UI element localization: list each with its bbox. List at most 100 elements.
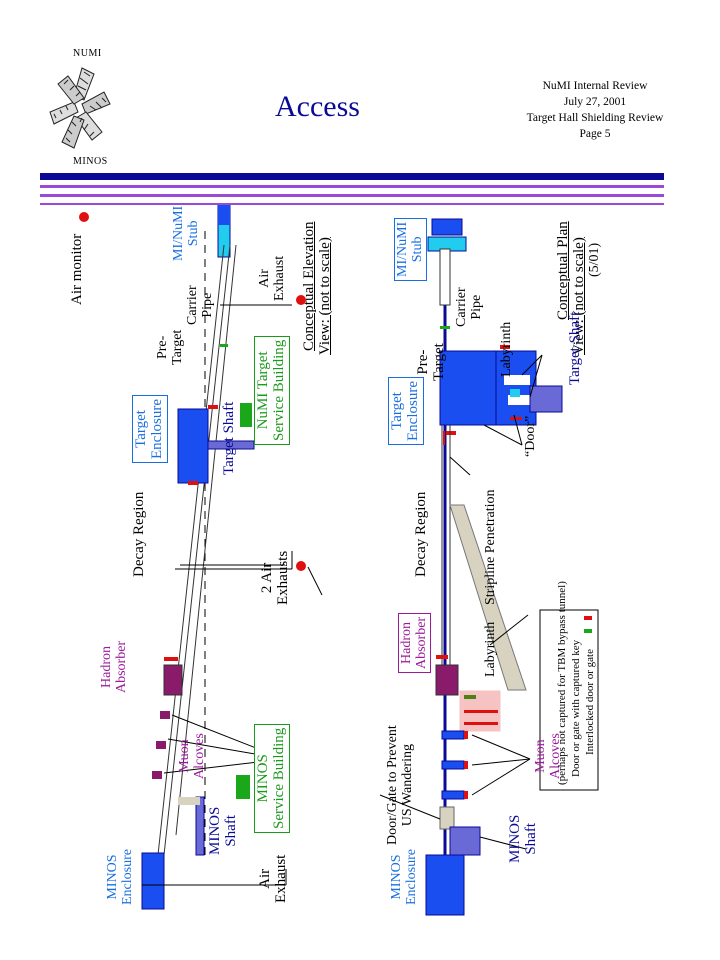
elev-carrier-pipe-label: Carrier Pipe: [185, 285, 215, 325]
elev-air-exhaust-1-line1: Air: [257, 269, 272, 288]
plan-hadron-line1: Hadron: [399, 621, 414, 664]
elev-muon-line2: Alcoves: [191, 733, 207, 779]
plan-target-enclosure: [439, 350, 497, 426]
legend-box: [539, 609, 599, 791]
plan-muon-alcove-3: [441, 790, 465, 800]
plan-captured-key-door-1: [440, 326, 450, 329]
plan-minos-enclosure-line1: MINOS: [389, 854, 404, 900]
plan-minos-shaft-label: MINOS Shaft: [507, 814, 540, 863]
elev-air-exhaust-1-line2: Exhaust: [271, 255, 287, 301]
plan-door-gate-line2: US Wandering: [399, 744, 415, 827]
plan-minos-enclosure-label: MINOS Enclosure: [389, 849, 419, 905]
elev-air-exhaust-3-line2: Exhaust: [272, 854, 289, 903]
air-monitor-dot-1: [296, 295, 306, 305]
elev-target-enclosure: [177, 408, 209, 484]
plan-view: [379, 218, 599, 916]
header-rule-purple-3: [40, 203, 664, 205]
elev-numi-building-label: NuMI Target Service Building: [254, 335, 290, 445]
plan-hadron-line2: Absorber: [413, 616, 429, 669]
elev-numi-building-line2: Service Building: [270, 339, 287, 441]
access-diagram: Conceptual Plan View: (not to scale) (5/…: [60, 205, 660, 945]
plan-door-gate-line1: Door/Gate to Prevent: [385, 725, 400, 845]
plan-hadron-absorber-label: Hadron Absorber: [398, 612, 432, 673]
elev-minos-building-line1: MINOS: [255, 754, 271, 803]
legend-captured-key-note: (perhaps not captured for TBM bypass tun…: [556, 581, 568, 785]
elev-carrier-line1: Carrier: [185, 285, 200, 325]
plan-labyrinth-2-label: Labyrinth: [483, 621, 498, 677]
plan-minos-shaft: [449, 826, 481, 856]
review-date: July 27, 2001: [563, 96, 627, 108]
elev-minos-building-label: MINOS Service Building: [254, 723, 290, 833]
plan-carrier-pipe: [439, 248, 451, 306]
plan-door-gate: [439, 806, 455, 830]
elev-muon-alcove-3: [152, 771, 162, 779]
elev-air-exhaust-3-line1: Air: [257, 868, 273, 889]
elev-minos-shaft-line1: MINOS: [207, 806, 223, 855]
elev-stub-label: MI/NuMI Stub: [171, 205, 201, 261]
elev-minos-enclosure-line2: Enclosure: [119, 849, 135, 905]
plan-carrier-line1: Carrier: [454, 287, 469, 327]
review-name: NuMI Internal Review: [542, 80, 648, 92]
elev-target-enclosure-label: Target Enclosure: [132, 395, 168, 463]
elev-decay-region-label: Decay Region: [131, 491, 147, 577]
plan-bypass-tunnel: [449, 504, 527, 691]
elev-muon-line1: Muon: [177, 739, 192, 773]
plan-stub-line2: Stub: [409, 236, 425, 263]
plan-carrier-pipe-label: Carrier Pipe: [454, 287, 484, 327]
header-rule-purple-1: [40, 185, 664, 188]
elev-hadron-line1: Hadron: [99, 645, 114, 688]
header-rule-navy: [40, 173, 664, 180]
plan-target-enclosure-label: Target Enclosure: [388, 377, 424, 445]
plan-minos-shaft-line1: MINOS: [507, 814, 523, 863]
elev-hadron-absorber-label: Hadron Absorber: [99, 640, 129, 693]
elev-minos-enclosure-label: MINOS Enclosure: [105, 849, 135, 905]
elev-numi-building: [240, 403, 252, 427]
plan-hadron-absorber: [435, 664, 459, 696]
elevation-heading: Conceptual Elevation: [301, 221, 317, 351]
plan-muon-alcove-1: [441, 730, 465, 740]
elev-target-shaft-label: Target Shaft: [221, 401, 237, 475]
elev-carrier-line2: Pipe: [199, 292, 215, 318]
plan-labyrinth-1-label: Labyrinth: [499, 321, 514, 377]
elev-minos-shaft-label: MINOS Shaft: [207, 806, 240, 855]
page-number: Page 5: [579, 128, 611, 140]
plan-stub-label: MI/NuMI Stub: [394, 217, 428, 281]
elev-numi-building-line1: NuMI Target: [255, 351, 271, 430]
plan-door-gate-label: Door/Gate to Prevent US Wandering: [385, 725, 415, 845]
logo-knot-icon: [49, 67, 111, 149]
legend-captured-key: Door or gate with captured key: [570, 639, 582, 777]
elev-muon-alcove-1: [160, 711, 170, 719]
elev-air-exhausts-2-line2: Exhausts: [274, 550, 291, 605]
plan-pre-target-line2: Target: [430, 343, 447, 381]
elev-minos-shaft: [195, 796, 205, 856]
elev-air-exhausts-2-label: 2 Air Exhausts: [259, 550, 292, 605]
elev-stub-line1: MI/NuMI: [171, 205, 186, 261]
air-monitor-legend-label: Air monitor: [69, 233, 85, 305]
elev-pre-target-label: Pre- Target: [155, 330, 185, 365]
diagram-graphics: [79, 205, 599, 916]
plan-date: (5/01): [587, 242, 602, 277]
plan-target-shaft: [529, 385, 563, 413]
elev-air-exhaust-1-label: Air Exhaust: [257, 255, 287, 301]
page-title: Access: [275, 90, 360, 123]
logo-word-numi: NUMI: [73, 48, 102, 59]
plan-muon-alcove-2: [441, 760, 465, 770]
plan-decay-region-label: Decay Region: [413, 491, 429, 577]
plan-heading: Conceptual Plan: [555, 221, 571, 320]
header-rule-purple-2: [40, 194, 664, 197]
elev-muon-alcove-2: [156, 741, 166, 749]
plan-muon-line1: Muon: [533, 739, 548, 773]
elev-minos-enclosure-line1: MINOS: [105, 854, 120, 900]
legend-red-swatch: [584, 616, 592, 620]
plan-pre-target-line1: Pre-: [415, 349, 431, 375]
plan-target-enclosure-line2: Enclosure: [404, 381, 421, 441]
elev-hadron-line2: Absorber: [113, 640, 129, 693]
elev-pre-target-line1: Pre-: [155, 335, 170, 360]
elev-muon-alcoves-label: Muon Alcoves: [177, 733, 207, 779]
elev-minos-shaft-line2: Shaft: [222, 815, 239, 847]
numi-minos-logo: NUMI MINOS: [40, 48, 120, 168]
elev-target-shaft: [207, 440, 255, 450]
plan-stub-dark: [431, 218, 463, 236]
plan-minos-shaft-line2: Shaft: [522, 823, 539, 855]
legend-interlocked: Interlocked door or gate: [584, 649, 596, 755]
